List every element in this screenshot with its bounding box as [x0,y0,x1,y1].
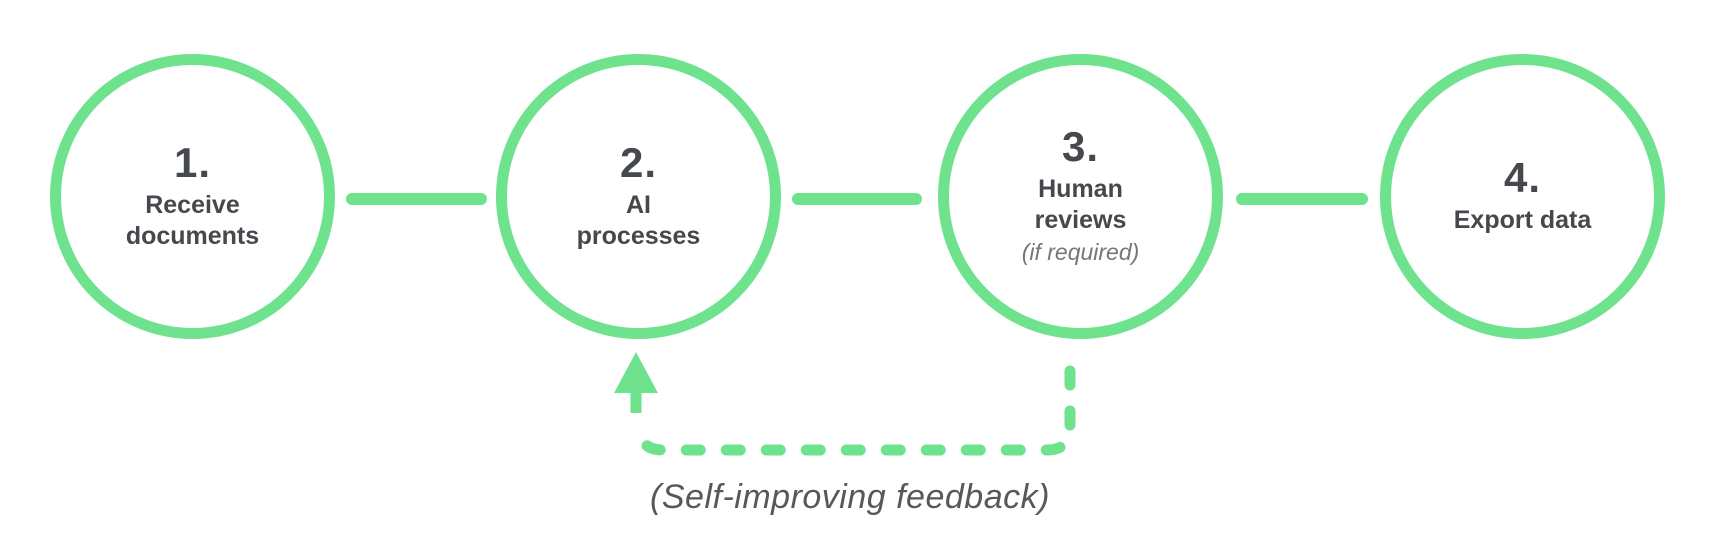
step-label: AI processes [576,190,701,250]
step-label: Receive documents [125,190,260,250]
step-4-circle: 4. Export data [1380,54,1665,339]
step-number: 2. [619,138,658,186]
feedback-dashed-path [633,365,1076,456]
step-label: Human reviews [1034,175,1127,235]
connector-line-2 [792,193,922,205]
step-note: (if required) [1021,239,1140,266]
arrow-up-icon [614,352,658,413]
step-2-circle: 2. AI processes [496,54,781,339]
step-number: 1. [173,138,212,186]
step-number: 3. [1061,123,1100,171]
step-1-circle: 1. Receive documents [50,54,335,339]
step-number: 4. [1503,154,1542,201]
step-3-circle: 3. Human reviews (if required) [938,54,1223,339]
step-label: Export data [1453,206,1592,234]
connector-line-3 [1236,193,1368,205]
feedback-caption: (Self-improving feedback) [650,478,1050,516]
connector-line-1 [346,193,487,205]
